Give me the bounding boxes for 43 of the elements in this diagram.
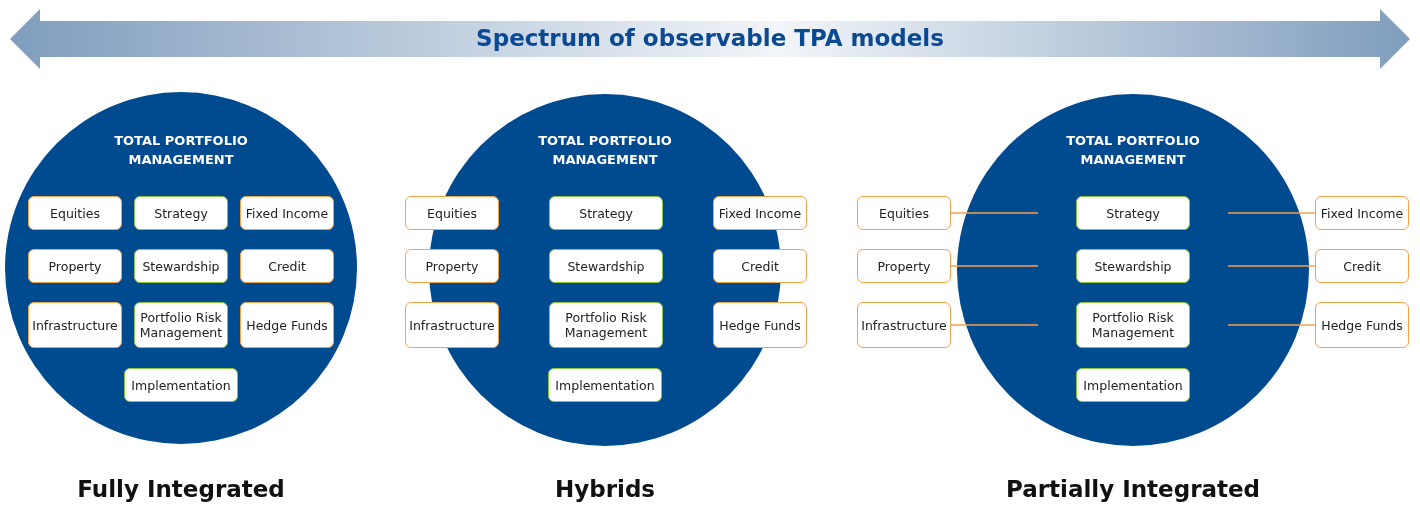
label-box: Credit [713,249,807,283]
circle-heading: TOTAL PORTFOLIO MANAGEMENT [113,132,249,169]
label-box: Stewardship [549,249,663,283]
label-box: Implementation [124,368,238,402]
label-box: Strategy [1076,196,1190,230]
label-box: Property [857,249,951,283]
label-box: Property [28,249,122,283]
label-box: Fixed Income [1315,196,1409,230]
label-box: Portfolio Risk Management [1076,302,1190,348]
connector-line [950,324,1039,326]
label-box: Hedge Funds [713,302,807,348]
label-box: Infrastructure [405,302,499,348]
model-label: Fully Integrated [76,476,286,502]
connector-line [1227,212,1316,214]
label-box: Credit [240,249,334,283]
model-label: Hybrids [553,476,657,502]
label-box: Infrastructure [857,302,951,348]
connector-line [950,212,1039,214]
label-box: Equities [857,196,951,230]
connector-line [950,265,1039,267]
label-box: Implementation [1076,368,1190,402]
model-label: Partially Integrated [1004,476,1262,502]
label-box: Fixed Income [713,196,807,230]
label-box: Hedge Funds [240,302,334,348]
title: Spectrum of observable TPA models [475,25,945,51]
label-box: Strategy [134,196,228,230]
connector-line [1227,324,1316,326]
label-box: Equities [28,196,122,230]
circle-heading: TOTAL PORTFOLIO MANAGEMENT [1065,132,1201,169]
label-box: Strategy [549,196,663,230]
label-box: Portfolio Risk Management [549,302,663,348]
label-box: Hedge Funds [1315,302,1409,348]
label-box: Implementation [548,368,662,402]
label-box: Stewardship [134,249,228,283]
label-box: Equities [405,196,499,230]
connector-line [1227,265,1316,267]
label-box: Stewardship [1076,249,1190,283]
circle-heading: TOTAL PORTFOLIO MANAGEMENT [537,132,673,169]
label-box: Fixed Income [240,196,334,230]
label-box: Portfolio Risk Management [134,302,228,348]
label-box: Infrastructure [28,302,122,348]
label-box: Credit [1315,249,1409,283]
label-box: Property [405,249,499,283]
